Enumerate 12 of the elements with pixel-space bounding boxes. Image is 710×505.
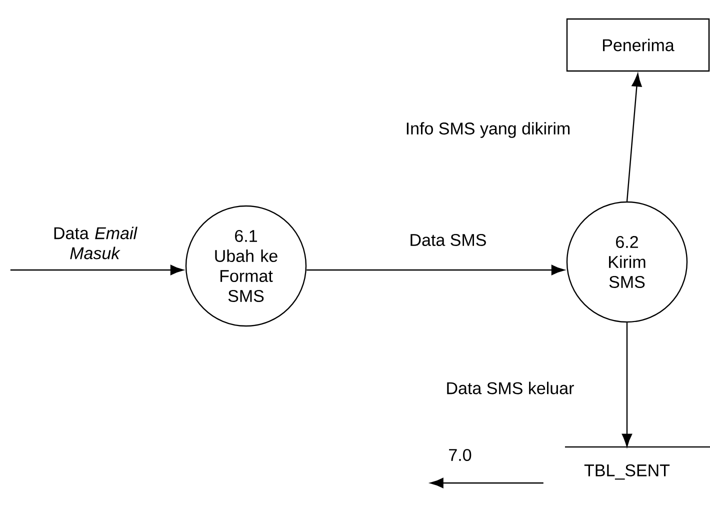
edge-label: Data SMS — [410, 234, 486, 246]
edge-label: Data SMS keluar — [447, 382, 574, 394]
entity-box: Penerima — [566, 18, 710, 72]
arrow — [10, 264, 184, 276]
edge-label: 7.0 — [449, 448, 472, 462]
data-store: TBL_SENT — [565, 446, 710, 480]
arrow — [622, 322, 632, 447]
arrow — [306, 264, 564, 276]
edge-label: Info SMS yang dikirim — [406, 122, 570, 138]
edge-label: Data Email Masuk — [54, 226, 138, 260]
arrow — [626, 74, 642, 202]
arrow — [430, 478, 544, 488]
